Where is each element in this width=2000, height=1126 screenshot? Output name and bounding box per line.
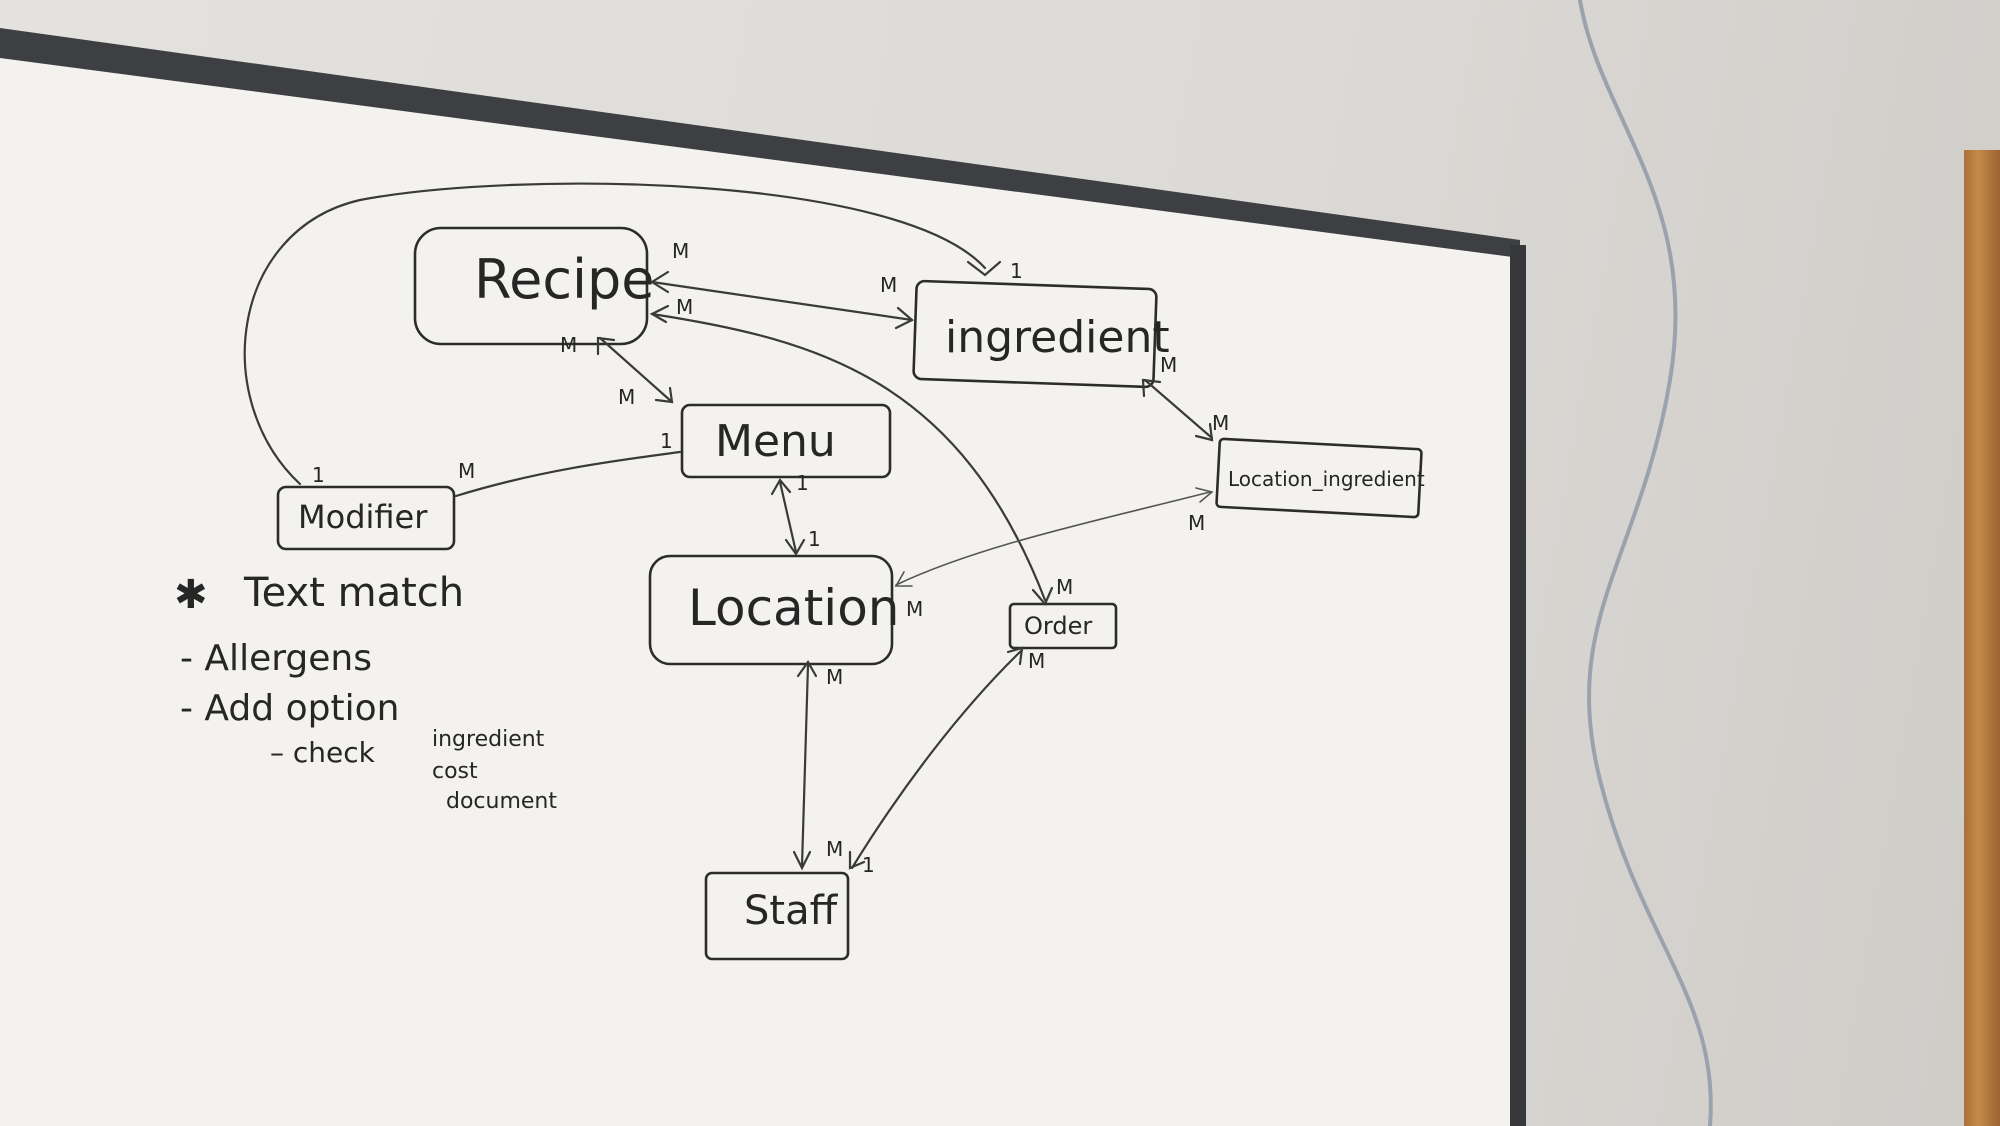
card-recipe-menu-top: M <box>560 333 577 357</box>
note-allergens: - Allergens <box>180 638 372 679</box>
ingredient-locing-link <box>1143 378 1214 440</box>
recipe-menu-link <box>598 336 674 404</box>
recipe-label: Recipe <box>474 248 655 311</box>
card-ingredient-locing-top: M <box>1160 353 1177 377</box>
card-recipe-modifier-top: 1 <box>1010 259 1023 283</box>
recipe-menu-arrow-bottom <box>654 386 674 404</box>
card-location-right: M <box>906 597 923 621</box>
card-modifier-top: 1 <box>312 463 325 487</box>
location-staff-link <box>800 663 810 868</box>
card-staff-top-m: M <box>826 837 843 861</box>
menu-location-arrow-bottom <box>784 538 806 557</box>
modifier-menu-link <box>454 450 682 498</box>
modifier-box <box>276 485 456 551</box>
locing-location-arrow-right <box>1195 487 1214 503</box>
recipe-modifier-loop <box>243 182 987 486</box>
recipe-menu-arrow-top <box>596 336 616 356</box>
location-staff-arrow-bottom <box>792 850 812 871</box>
card-recipe-menu-bottom: M <box>618 385 635 409</box>
location-ingredient-box <box>1215 437 1423 519</box>
whiteboard-surface <box>0 45 1520 1126</box>
card-recipe-order: M <box>676 295 693 319</box>
recipe-modifier-loop-arrow <box>966 260 1002 277</box>
order-staff-arrow-bottom <box>848 850 866 870</box>
note-add-option: - Add option <box>180 688 399 729</box>
order-staff-link <box>850 648 1024 870</box>
wall-cable <box>1578 0 1713 1126</box>
card-order-bottom: M <box>1028 649 1045 673</box>
wooden-cabinet-edge <box>1964 150 2000 1126</box>
ingredient-box <box>912 279 1158 389</box>
card-menu-location-bottom: 1 <box>808 527 821 551</box>
note-check: – check <box>270 736 376 769</box>
menu-location-arrow-top <box>770 478 792 496</box>
ingredient-label: ingredient <box>945 312 1170 363</box>
recipe-ingredient-link <box>650 280 914 322</box>
note-check-item-ingredient: ingredient <box>432 727 545 752</box>
recipe-box <box>413 226 649 346</box>
menu-location-link <box>778 480 798 554</box>
card-recipe-ingredient-right: M <box>880 273 897 297</box>
location-ingredient-label: Location_ingredient <box>1228 467 1425 491</box>
card-modifier-menu: M <box>458 459 475 483</box>
modifier-label: Modifier <box>298 498 428 536</box>
menu-box <box>680 403 892 479</box>
whiteboard-frame-top <box>0 28 1520 258</box>
whiteboard-frame-right <box>1510 245 1526 1126</box>
note-check-item-cost: cost <box>432 759 478 784</box>
order-box <box>1008 602 1118 650</box>
recipe-order-link <box>650 312 1047 602</box>
card-recipe-ingredient-left: M <box>672 239 689 263</box>
note-text-match: Text match <box>243 570 464 616</box>
ingredient-locing-arrow-top <box>1141 378 1162 398</box>
staff-label: Staff <box>744 888 839 934</box>
staff-box <box>704 871 850 961</box>
card-locing-location: M <box>1188 511 1205 535</box>
locing-location-arrow <box>894 571 913 587</box>
note-check-item-document: document <box>446 789 557 814</box>
recipe-ingredient-arrow-left <box>649 270 670 294</box>
location-label: Location <box>688 579 899 637</box>
location-staff-arrow-top <box>796 659 818 678</box>
recipe-order-arrow <box>1031 586 1054 607</box>
card-order-top: M <box>1056 575 1073 599</box>
note-star: ✱ <box>174 572 208 618</box>
recipe-ingredient-arrow-right <box>894 306 914 330</box>
card-staff-top-1: 1 <box>862 853 875 877</box>
ingredient-locing-arrow-bottom <box>1194 422 1214 442</box>
card-location-staff: M <box>826 665 843 689</box>
card-menu-left: 1 <box>660 429 673 453</box>
locing-location-link <box>895 491 1211 586</box>
card-ingredient-locing-bottom: M <box>1212 411 1229 435</box>
recipe-order-arrow-top <box>649 304 670 324</box>
order-staff-arrow-top <box>1006 646 1024 666</box>
order-label: Order <box>1024 612 1092 640</box>
card-menu-location-top: 1 <box>796 471 809 495</box>
location-box <box>648 554 894 666</box>
menu-label: Menu <box>715 416 836 467</box>
